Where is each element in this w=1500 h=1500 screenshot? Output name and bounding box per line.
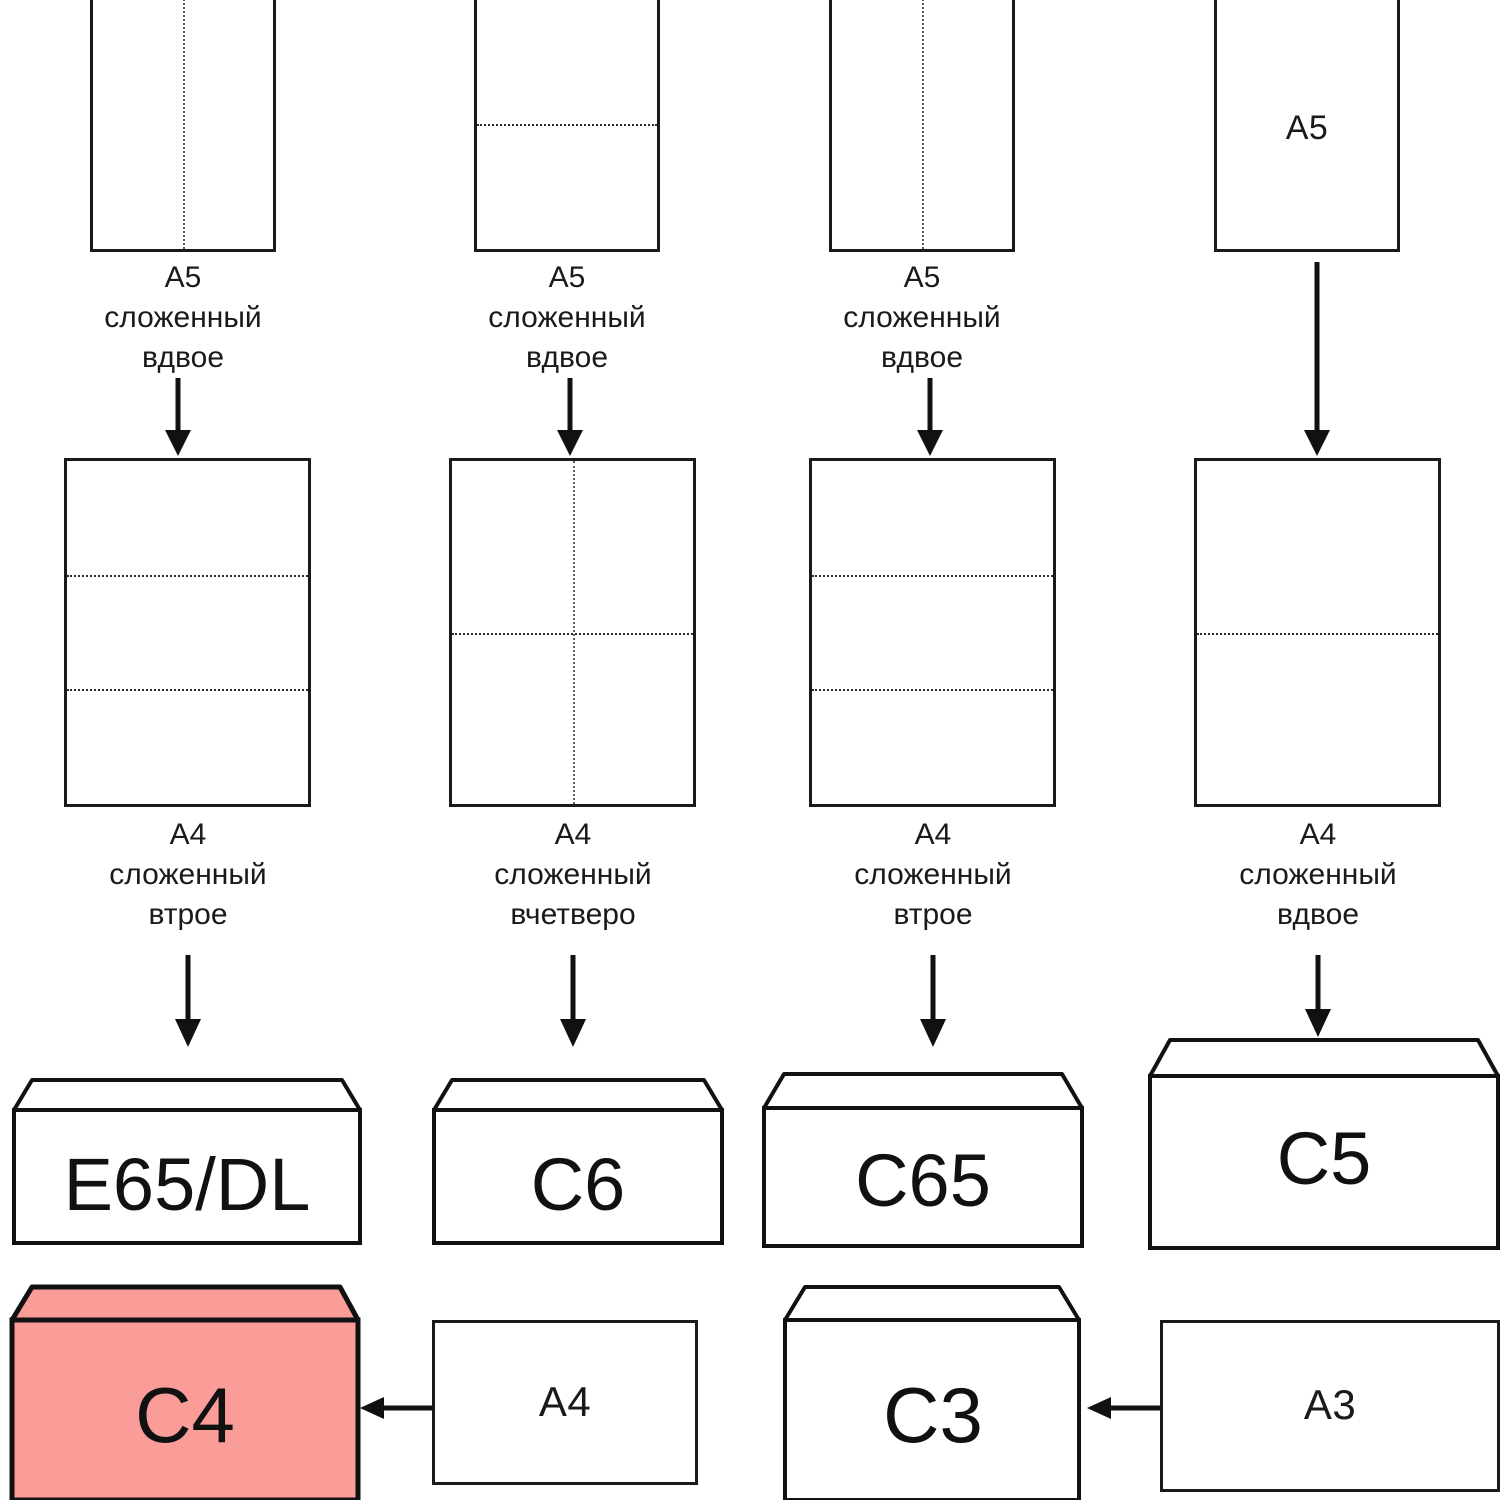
paper-a4-col4 <box>1194 458 1441 807</box>
envelope-c4: C4 <box>9 1282 361 1500</box>
paper-a4-bottom: А4 <box>432 1320 698 1485</box>
arrow-down-env-col3 <box>911 955 955 1047</box>
envelope-body <box>1148 1074 1500 1250</box>
arrow-down-env-col4 <box>1296 955 1340 1037</box>
envelope-body <box>432 1108 724 1245</box>
fold-line-horizontal <box>1197 632 1438 635</box>
envelope-flap <box>1148 1038 1500 1078</box>
fold-line-horizontal <box>452 632 693 635</box>
caption-a4-fold-col4: А4 сложенный вдвое <box>1239 818 1397 931</box>
caption-a5-fold-col1: А5 сложенный вдвое <box>104 261 262 374</box>
paper-a5-col4: А5 <box>1214 0 1400 252</box>
fold-line-horizontal-lower <box>812 689 1053 692</box>
fold-line-vertical <box>183 0 185 249</box>
envelope-body <box>762 1106 1084 1248</box>
fold-line-horizontal-lower <box>67 689 308 692</box>
arrow-down-col4 <box>1295 262 1339 456</box>
envelope-flap <box>12 1078 362 1112</box>
paper-label-a3: А3 <box>1303 1381 1357 1428</box>
envelope-c6: C6 <box>432 1040 724 1245</box>
envelope-flap <box>9 1284 361 1323</box>
paper-label-a4: А4 <box>538 1378 592 1425</box>
fold-line-horizontal-upper <box>812 575 1053 578</box>
envelope-label-c5: C5 <box>1276 1117 1372 1200</box>
caption-a4-fold-col2: А4 сложенный вчетверо <box>494 818 652 931</box>
envelope-label-c3: C3 <box>883 1371 983 1459</box>
fold-line-horizontal <box>477 124 657 126</box>
envelope-body <box>9 1317 361 1500</box>
fold-line-vertical <box>922 0 924 249</box>
envelope-c65: C65 <box>762 1038 1084 1248</box>
paper-a3-bottom: А3 <box>1160 1320 1500 1492</box>
envelope-label-e65-dl: E65/DL <box>63 1143 311 1226</box>
envelope-flap <box>762 1072 1084 1110</box>
envelope-flap <box>432 1078 724 1112</box>
arrow-left-a3-to-c3 <box>1085 1393 1163 1423</box>
envelope-c5: C5 <box>1148 1008 1500 1250</box>
envelope-e65-dl: E65/DL <box>12 1040 362 1245</box>
envelope-label-c65: C65 <box>855 1139 991 1222</box>
envelope-body <box>783 1318 1081 1500</box>
paper-a5-col3 <box>829 0 1015 252</box>
paper-a4-col2 <box>449 458 696 807</box>
arrow-left-a4-to-c4 <box>358 1393 436 1423</box>
caption-a5-fold-col3: А5 сложенный вдвое <box>843 261 1001 374</box>
envelope-label-c6: C6 <box>530 1143 626 1226</box>
envelope-flap <box>783 1285 1081 1322</box>
fold-line-horizontal-upper <box>67 575 308 578</box>
caption-a4-fold-col3: А4 сложенный втрое <box>854 818 1012 931</box>
paper-a4-col1 <box>64 458 311 807</box>
paper-a4-col3 <box>809 458 1056 807</box>
paper-label-a5: А5 <box>1285 109 1329 147</box>
paper-a5-col2 <box>474 0 660 252</box>
caption-a5-fold-col2: А5 сложенный вдвое <box>488 261 646 374</box>
arrow-down-col1 <box>156 378 200 456</box>
arrow-down-env-col1 <box>166 955 210 1047</box>
envelope-c3: C3 <box>783 1282 1083 1500</box>
arrow-down-col2 <box>548 378 592 456</box>
caption-a4-fold-col1: А4 сложенный втрое <box>109 818 267 931</box>
envelope-label-c4: C4 <box>135 1371 235 1459</box>
envelope-body <box>12 1108 362 1245</box>
arrow-down-col3 <box>908 378 952 456</box>
arrow-down-env-col2 <box>551 955 595 1047</box>
paper-a5-col1 <box>90 0 276 252</box>
